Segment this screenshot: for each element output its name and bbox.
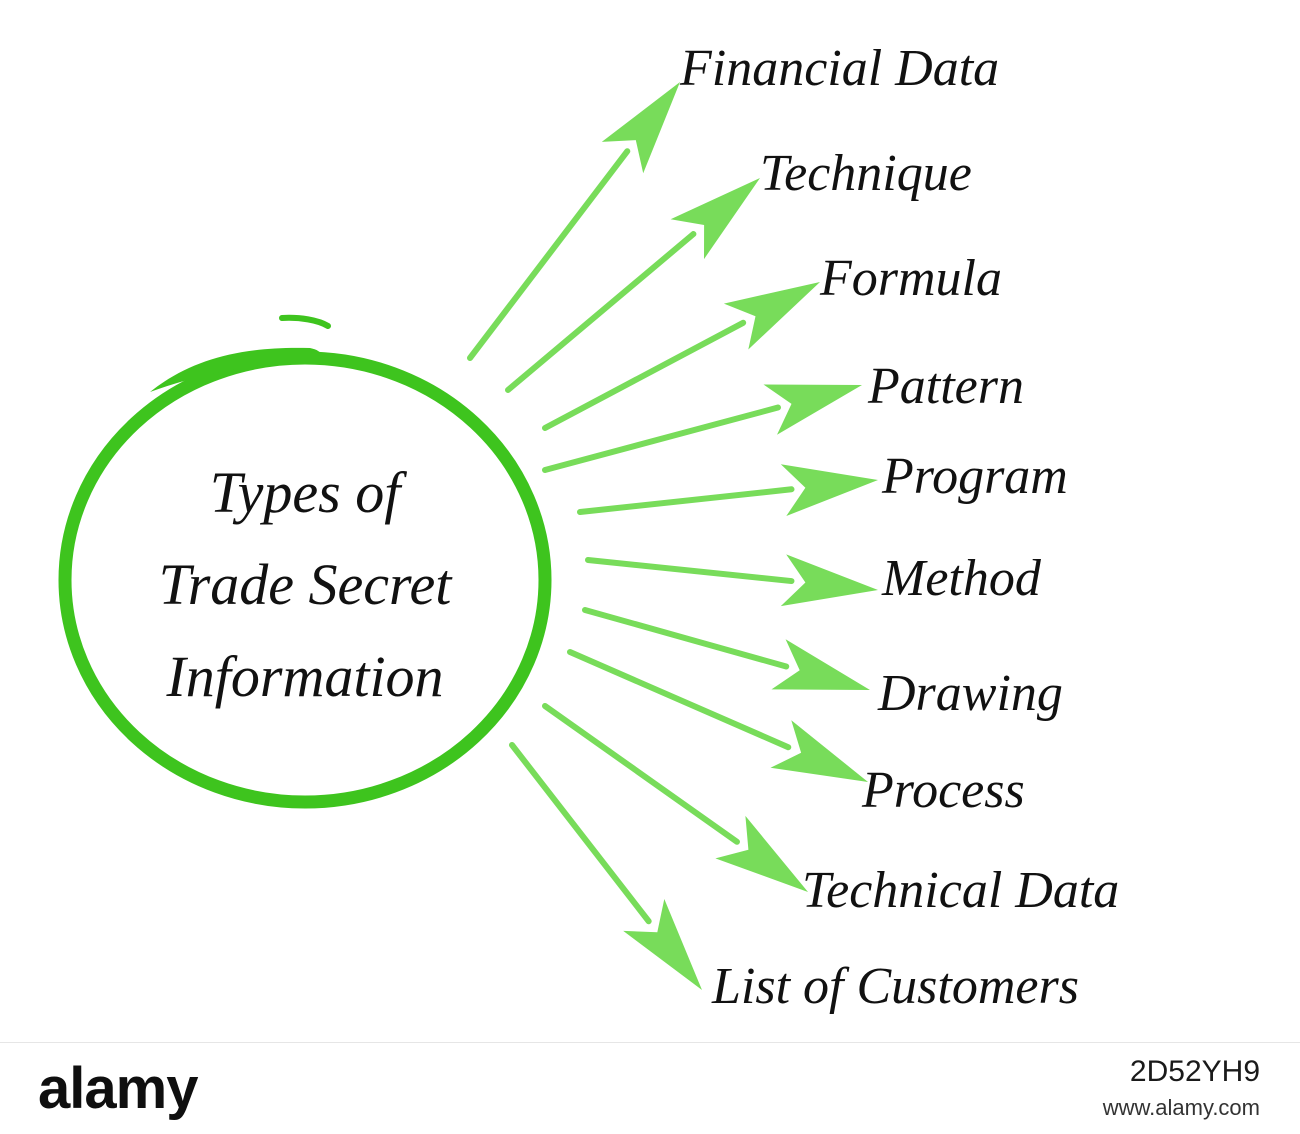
item-financial-data: Financial Data (680, 40, 1000, 97)
arrow-shaft-2 (505, 231, 697, 393)
center-title-line-2: Trade Secret (158, 552, 452, 617)
item-drawing: Drawing (878, 665, 1063, 722)
item-technique: Technique (760, 145, 972, 202)
footer-bar: alamy 2D52YH9 www.alamy.com (0, 1042, 1300, 1134)
arrow-shaft-1 (467, 148, 631, 361)
arrow-head-10 (623, 899, 702, 990)
arrow-shaft-7 (582, 607, 790, 670)
arrow-head-7 (771, 639, 870, 690)
image-id-label: 2D52YH9 (1129, 1055, 1260, 1088)
arrows-group (467, 82, 878, 990)
arrow-head-6 (780, 554, 878, 607)
arrow-head-1 (601, 82, 680, 174)
center-title-line-3: Information (166, 644, 444, 709)
circle-brush-start (279, 314, 331, 329)
arrow-shaft-3 (542, 319, 747, 431)
item-pattern: Pattern (868, 358, 1024, 415)
arrow-shaft-9 (542, 703, 740, 845)
item-program: Program (882, 448, 1068, 505)
circle-brush-tail (150, 347, 322, 392)
center-circle (58, 314, 552, 809)
item-technical-data: Technical Data (802, 862, 1120, 919)
item-method: Method (882, 550, 1041, 607)
center-title-line-1: Types of (209, 460, 401, 525)
arrow-shaft-4 (542, 404, 781, 473)
arrow-head-2 (670, 178, 760, 260)
arrow-head-5 (780, 464, 878, 516)
arrow-head-9 (715, 815, 808, 892)
item-formula: Formula (820, 250, 1002, 307)
arrow-head-4 (763, 384, 862, 435)
arrow-shaft-6 (585, 557, 795, 585)
arrow-shaft-5 (577, 486, 795, 515)
arrow-head-8 (770, 720, 868, 782)
site-url-label: www.alamy.com (1102, 1095, 1260, 1120)
item-process: Process (862, 762, 1025, 819)
diagram-canvas (58, 82, 878, 990)
arrow-head-3 (723, 282, 820, 350)
item-list-of-customers: List of Customers (712, 958, 1079, 1015)
arrow-shaft-10 (509, 742, 652, 925)
alamy-logo: alamy (38, 1056, 198, 1121)
arrow-shaft-8 (567, 649, 792, 751)
